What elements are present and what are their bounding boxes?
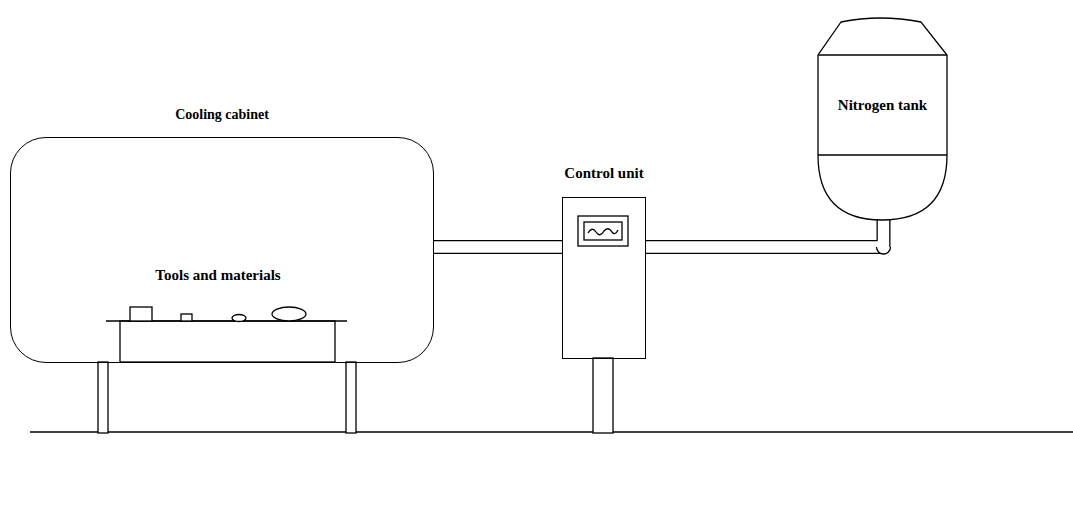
control-unit: Control unit [562,160,646,359]
node-outline [562,197,646,359]
part-label: Tools and materials [155,267,280,284]
cooling-cabinet: Cooling cabinet [10,100,434,363]
control-stand [593,358,613,433]
tool-small [181,314,192,321]
nitrogen-tank: Nitrogen tank [817,14,948,222]
tool-ring [232,315,246,322]
node-label: Nitrogen tank [817,95,948,116]
tank-outline [817,14,948,222]
node-title: Control unit [564,165,643,182]
display-wave [588,229,618,235]
tool-dish [272,307,306,321]
ground-line [30,431,1073,432]
node-outline [10,137,434,363]
tool-box [130,307,152,321]
pipe [646,219,891,254]
display-screen [584,222,622,240]
pipe [434,247,562,248]
cabinet-leg [346,362,356,433]
table-body [120,321,335,362]
cabinet-leg [98,362,108,433]
control-display [578,216,628,246]
node-title: Cooling cabinet [175,107,269,123]
